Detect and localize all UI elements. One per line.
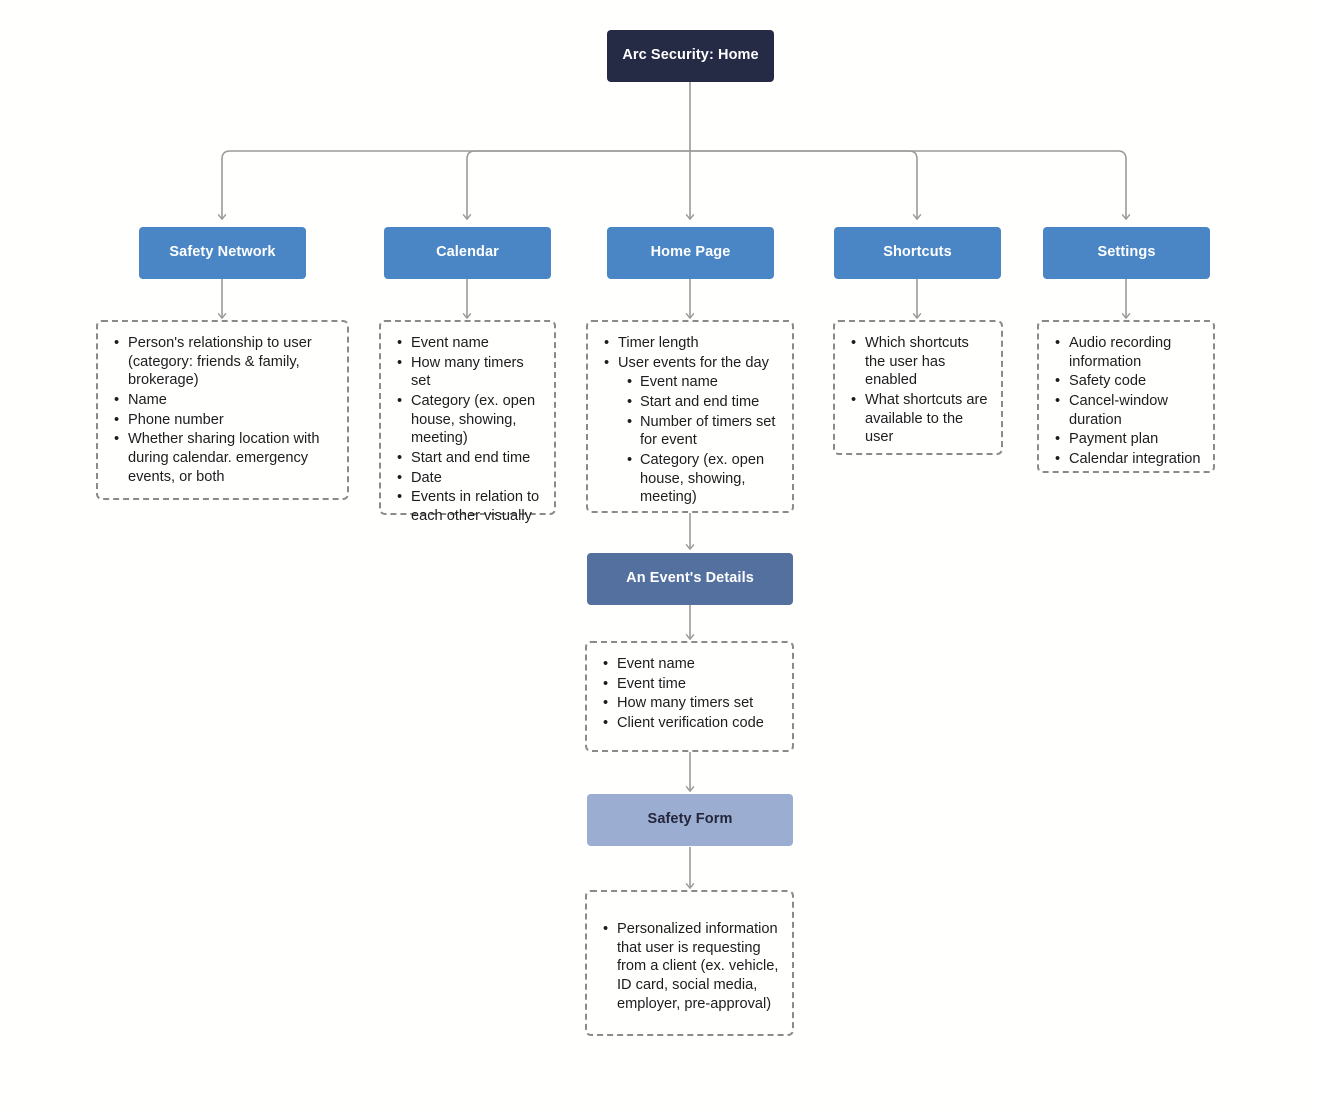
list-item: Start and end time bbox=[411, 449, 544, 468]
node-shortcuts[interactable]: Shortcuts bbox=[834, 227, 1001, 279]
list-item: User events for the day Event name Start… bbox=[618, 354, 782, 507]
node-home-page[interactable]: Home Page bbox=[607, 227, 774, 279]
databox-list: Event name How many timers set Category … bbox=[387, 334, 544, 526]
list-item: Calendar integration bbox=[1069, 450, 1203, 469]
list-item: Client verification code bbox=[617, 714, 782, 733]
databox-list: Audio recording information Safety code … bbox=[1045, 334, 1203, 469]
node-label: Shortcuts bbox=[883, 244, 952, 261]
databox-home-page: Timer length User events for the day Eve… bbox=[586, 320, 794, 513]
databox-calendar: Event name How many timers set Category … bbox=[379, 320, 556, 524]
list-item: Number of timers set for event bbox=[640, 413, 782, 450]
list-item: Name bbox=[128, 391, 337, 410]
list-item: How many timers set bbox=[411, 354, 544, 391]
databox-safety-form: Personalized information that user is re… bbox=[585, 890, 794, 1036]
databox-shortcuts: Which shortcuts the user has enabled Wha… bbox=[833, 320, 1003, 455]
node-label: Safety Network bbox=[169, 244, 276, 261]
databox-list: Event name Event time How many timers se… bbox=[593, 655, 782, 733]
list-item: Events in relation to each other visuall… bbox=[411, 488, 544, 525]
list-item: Safety code bbox=[1069, 372, 1203, 391]
list-item: Personalized information that user is re… bbox=[617, 920, 782, 1013]
list-item: Category (ex. open house, showing, meeti… bbox=[640, 451, 782, 507]
list-item: Event time bbox=[617, 675, 782, 694]
databox-list: Timer length User events for the day Eve… bbox=[594, 334, 782, 507]
node-label: Home Page bbox=[650, 244, 731, 261]
databox-event-details: Event name Event time How many timers se… bbox=[585, 641, 794, 752]
node-calendar[interactable]: Calendar bbox=[384, 227, 551, 279]
list-item: What shortcuts are available to the user bbox=[865, 391, 991, 447]
list-item: Event name bbox=[640, 373, 782, 392]
list-item: Category (ex. open house, showing, meeti… bbox=[411, 392, 544, 448]
databox-list: Personalized information that user is re… bbox=[593, 920, 782, 1013]
list-item: Phone number bbox=[128, 411, 337, 430]
list-item: How many timers set bbox=[617, 694, 782, 713]
node-label: Settings bbox=[1097, 244, 1156, 261]
list-item: Event name bbox=[617, 655, 782, 674]
list-item: Which shortcuts the user has enabled bbox=[865, 334, 991, 390]
node-label: Calendar bbox=[436, 244, 499, 261]
node-settings[interactable]: Settings bbox=[1043, 227, 1210, 279]
list-item: Whether sharing location with during cal… bbox=[128, 430, 337, 486]
list-item: Cancel-window duration bbox=[1069, 392, 1203, 429]
list-item: Start and end time bbox=[640, 393, 782, 412]
list-item: Audio recording information bbox=[1069, 334, 1203, 371]
databox-safety-network: Person's relationship to user (category:… bbox=[96, 320, 349, 500]
node-an-events-details[interactable]: An Event's Details bbox=[587, 553, 793, 605]
node-label: Arc Security: Home bbox=[622, 47, 759, 64]
list-item: Payment plan bbox=[1069, 430, 1203, 449]
list-item: Event name bbox=[411, 334, 544, 353]
databox-sublist: Event name Start and end time Number of … bbox=[618, 373, 782, 507]
node-label: An Event's Details bbox=[626, 570, 754, 587]
list-item: Date bbox=[411, 469, 544, 488]
databox-list: Which shortcuts the user has enabled Wha… bbox=[841, 334, 991, 447]
node-label: Safety Form bbox=[647, 811, 733, 828]
node-safety-network[interactable]: Safety Network bbox=[139, 227, 306, 279]
node-safety-form[interactable]: Safety Form bbox=[587, 794, 793, 846]
node-root-arc-security-home[interactable]: Arc Security: Home bbox=[607, 30, 774, 82]
databox-settings: Audio recording information Safety code … bbox=[1037, 320, 1215, 473]
list-item: Timer length bbox=[618, 334, 782, 353]
databox-list: Person's relationship to user (category:… bbox=[104, 334, 337, 486]
list-item: Person's relationship to user (category:… bbox=[128, 334, 337, 390]
